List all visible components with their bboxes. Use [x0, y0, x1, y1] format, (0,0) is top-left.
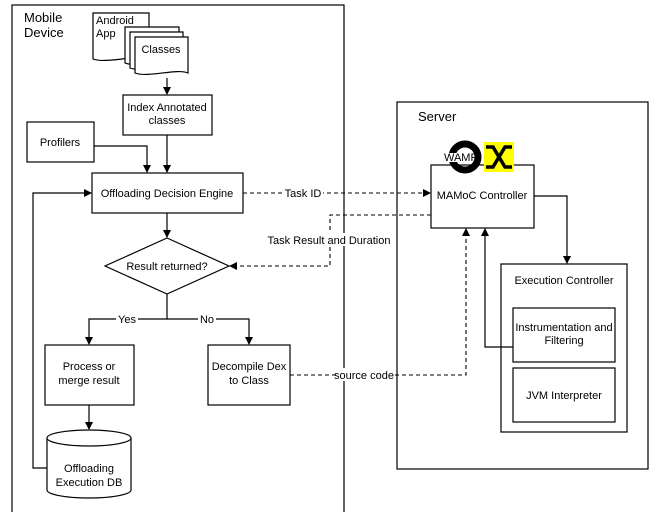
- offloading-decision-engine-label: Offloading Decision Engine: [101, 188, 234, 200]
- mobile-device-label-line2: Device: [24, 25, 64, 40]
- index-annotated-label-line2: classes: [149, 115, 186, 127]
- no-label: No: [200, 314, 214, 326]
- db-label-line1: Offloading: [64, 463, 114, 475]
- yes-label: Yes: [118, 314, 136, 326]
- task-result-label: Task Result and Duration: [268, 235, 391, 247]
- instrumentation-label-line1: Instrumentation and: [515, 322, 612, 334]
- task-id-label: Task ID: [285, 188, 322, 200]
- mamoc-controller-label: MAMoC Controller: [437, 190, 528, 202]
- instrumentation-label-line2: Filtering: [544, 335, 583, 347]
- decompile-dex-label-line2: to Class: [229, 375, 269, 387]
- arrow-instrumentation-to-controller: [481, 228, 513, 348]
- index-annotated-classes-box: [122, 94, 213, 136]
- result-returned-label: Result returned?: [126, 261, 207, 273]
- wamp-logo-text: WAMP: [444, 152, 478, 164]
- android-app-label-line2: App: [96, 28, 116, 40]
- source-code-label: source code: [334, 370, 394, 382]
- process-merge-label-line1: Process or: [63, 361, 116, 373]
- offloading-decision-engine-box: [91, 172, 244, 214]
- arrow-profilers-to-engine: [94, 145, 151, 173]
- offloading-execution-db-cylinder: [46, 429, 132, 499]
- arrow-controller-to-execution: [534, 195, 571, 264]
- mobile-device-label-line1: Mobile: [24, 10, 62, 25]
- wamp-logo-icon: WAMP: [441, 140, 482, 174]
- server-label: Server: [418, 109, 457, 124]
- android-app-label-line1: Android: [96, 15, 134, 27]
- arrow-db-feedback-to-engine: [32, 189, 92, 469]
- jvm-interpreter-label: JVM Interpreter: [526, 390, 602, 402]
- process-merge-label-line2: merge result: [58, 375, 119, 387]
- process-merge-result-box: [44, 344, 135, 406]
- arrow-decision-no: [167, 318, 253, 345]
- execution-controller-label: Execution Controller: [514, 275, 613, 287]
- profilers-label: Profilers: [40, 137, 81, 149]
- crossbar-logo-icon: [484, 142, 514, 172]
- db-label-line2: Execution DB: [56, 477, 123, 489]
- jvm-interpreter-box: [512, 367, 616, 423]
- classes-label: Classes: [141, 44, 181, 56]
- profilers-box: [26, 121, 95, 163]
- mamoc-controller-box: [430, 164, 535, 229]
- index-annotated-label-line1: Index Annotated: [127, 102, 207, 114]
- android-app-documents: Android App Classes: [92, 12, 189, 76]
- instrumentation-filtering-box: [512, 307, 616, 363]
- decompile-dex-label-line1: Decompile Dex: [212, 361, 287, 373]
